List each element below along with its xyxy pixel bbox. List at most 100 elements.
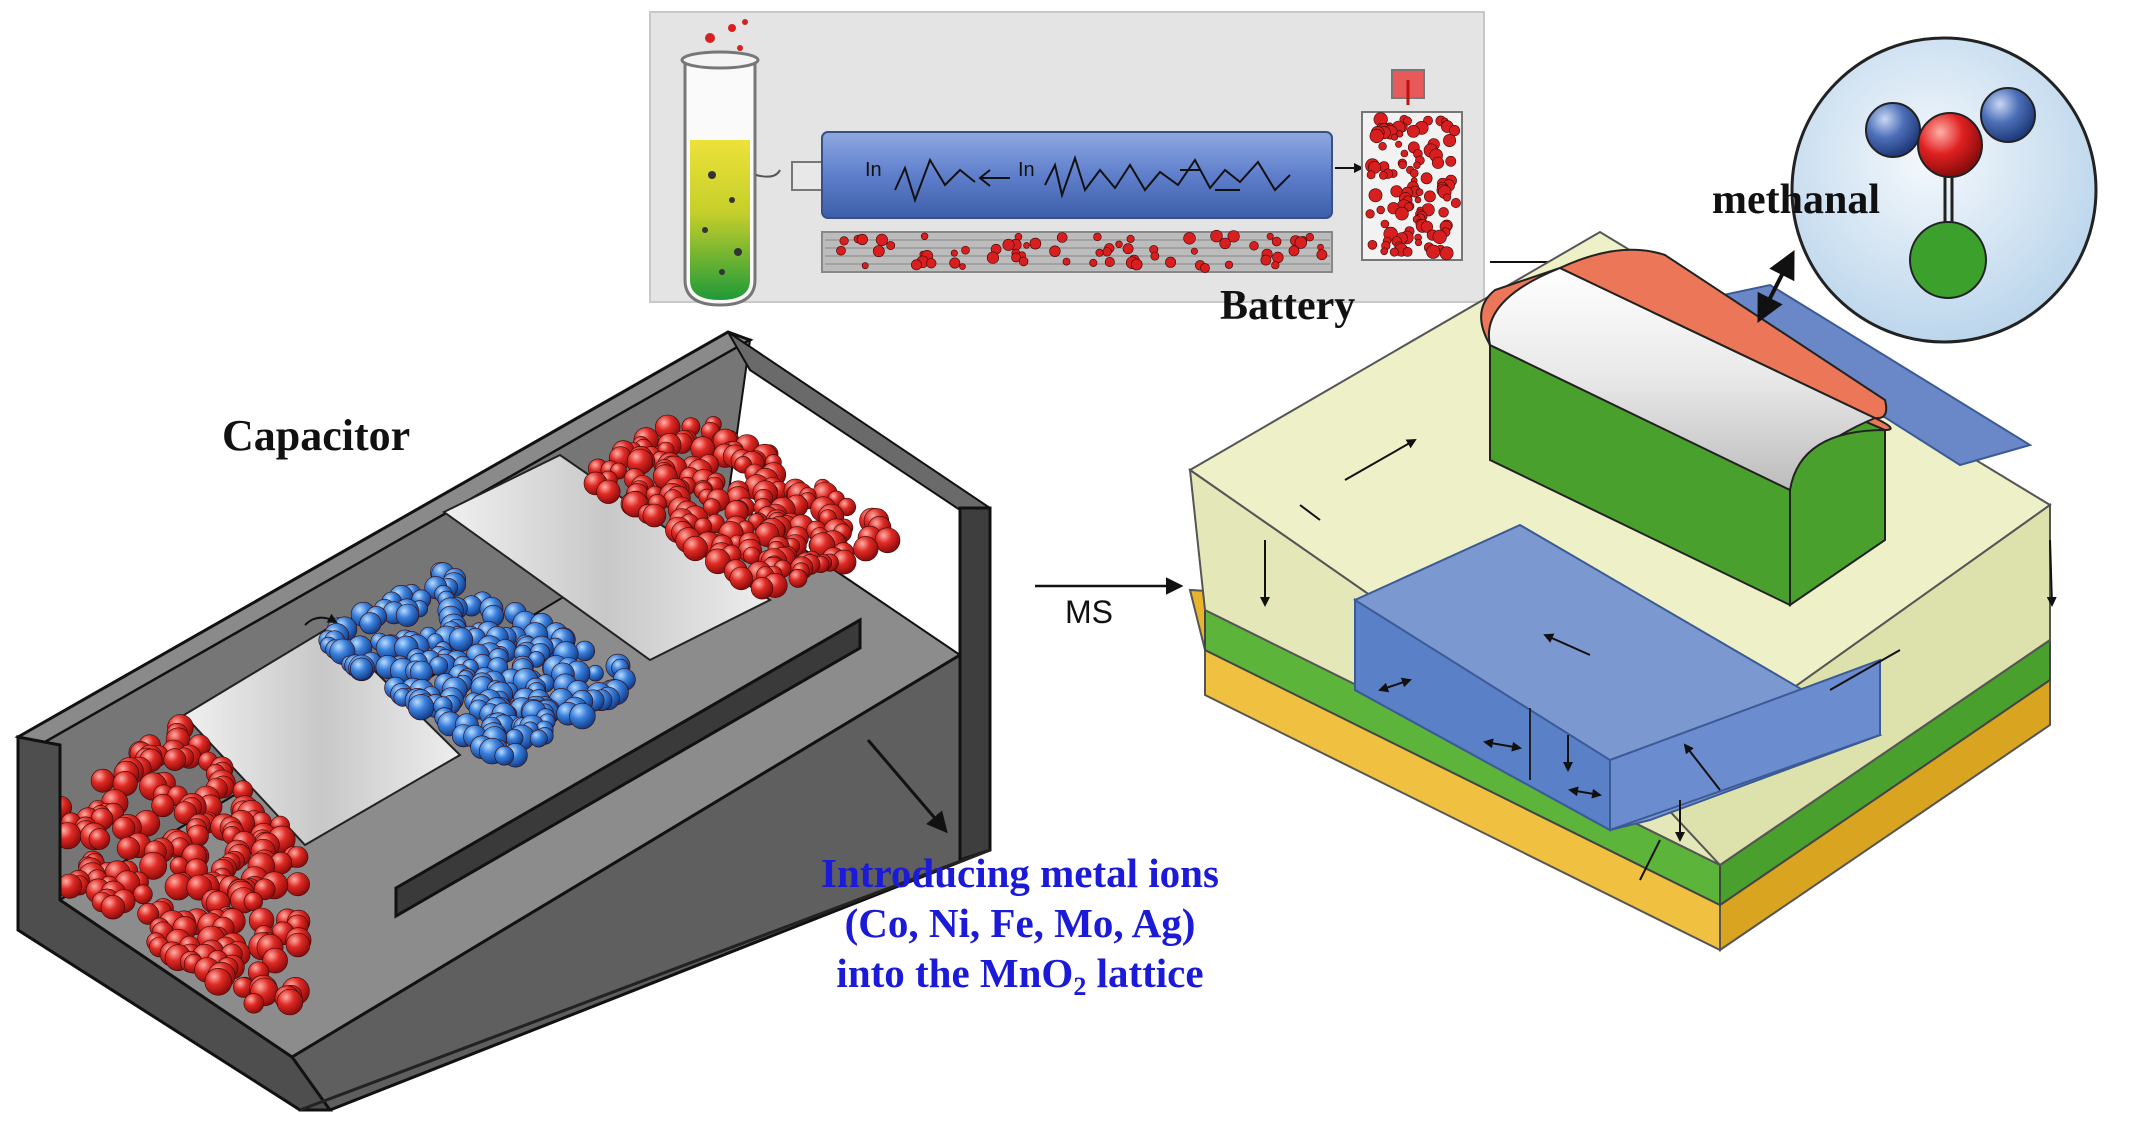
red-particle xyxy=(139,851,168,880)
cluster-particle xyxy=(1395,206,1409,221)
channel-particle xyxy=(856,233,868,246)
cluster-particle xyxy=(1369,128,1384,144)
blue-particle xyxy=(569,702,596,730)
channel-particle xyxy=(1130,258,1143,271)
caption-arrow xyxy=(866,739,948,834)
channel-particle xyxy=(1210,229,1223,243)
channel-particle xyxy=(1305,233,1315,242)
channel-particle xyxy=(1062,257,1071,266)
channel-particle xyxy=(1224,260,1234,269)
channel-particle xyxy=(872,245,885,258)
red-particle xyxy=(853,536,879,562)
channel-particle xyxy=(911,259,922,271)
blue-particle xyxy=(529,729,548,748)
caption-line-3: into the MnO2 lattice xyxy=(740,948,1300,1000)
channel-particle xyxy=(1049,245,1061,257)
methanal-arrow xyxy=(1757,250,1795,323)
layered-device-illustration xyxy=(1188,230,2057,952)
blue-particle xyxy=(395,603,420,627)
channel-particle xyxy=(1095,248,1104,257)
hydrogen-atom-right xyxy=(1980,87,2036,143)
channel-particle xyxy=(1249,241,1259,251)
channel-particle xyxy=(949,257,961,269)
cluster-particle xyxy=(1376,205,1385,215)
channel-particle xyxy=(986,251,1000,264)
channel-particle xyxy=(1126,234,1135,243)
red-particle xyxy=(262,947,288,974)
battery-label: Battery xyxy=(1220,283,1356,329)
channel-particle xyxy=(1023,242,1030,249)
front-slot xyxy=(394,617,862,919)
channel-particle xyxy=(1271,261,1280,270)
cluster-particle xyxy=(1389,247,1399,257)
cluster-particle xyxy=(1407,124,1420,138)
red-particle xyxy=(729,566,753,591)
channel-particle xyxy=(1227,230,1240,243)
red-particle xyxy=(133,884,153,905)
oxygen-atom xyxy=(1909,221,1987,299)
red-particle xyxy=(642,503,667,528)
channel-particle xyxy=(1122,243,1134,255)
capacitor-label: Capacitor xyxy=(222,411,411,460)
red-particle xyxy=(788,568,808,588)
channel-particle xyxy=(1104,256,1115,267)
channel-particle xyxy=(839,236,849,246)
red-particle xyxy=(151,793,175,818)
inset-in-label-1: In xyxy=(865,159,882,181)
caption-line-2: (Co, Ni, Fe, Mo, Ag) xyxy=(844,900,1196,946)
separator-plate-2 xyxy=(442,453,772,662)
cluster-particles xyxy=(1365,112,1461,261)
hydrogen-atom-left xyxy=(1865,102,1921,158)
cluster-particle xyxy=(1420,172,1433,185)
cluster-particle xyxy=(1414,196,1422,204)
caption-line-1: Introducing metal ions xyxy=(821,850,1219,896)
separator-plate-1 xyxy=(182,625,462,847)
tube-connector xyxy=(791,161,823,191)
red-particle xyxy=(137,903,160,925)
cluster-particle xyxy=(1445,155,1457,167)
red-particle xyxy=(204,967,233,996)
blue-channel xyxy=(821,131,1333,219)
red-particle xyxy=(243,993,265,1014)
channel-particle xyxy=(1190,247,1198,255)
channel-particle xyxy=(1018,256,1029,267)
blue-particle-bed xyxy=(318,562,636,768)
cluster-particle xyxy=(1413,161,1421,169)
channel-particle xyxy=(950,249,958,257)
cluster-particle xyxy=(1379,171,1388,180)
channel-stripes xyxy=(825,239,1330,265)
cluster-particle xyxy=(1395,140,1403,148)
cluster-particle xyxy=(1378,142,1387,151)
cluster-particle xyxy=(1450,198,1461,209)
caption-line-3-prefix: into the MnO xyxy=(836,950,1074,996)
channel-particle xyxy=(1183,232,1196,245)
channel-particle xyxy=(1288,245,1300,257)
cluster-particle xyxy=(1409,168,1419,178)
red-particle xyxy=(874,527,901,554)
inset-in-label-2: In xyxy=(1018,159,1035,181)
red-particle xyxy=(285,872,310,897)
cluster-particle xyxy=(1380,247,1388,256)
caption-line-3-suffix: lattice xyxy=(1086,950,1204,996)
cluster-particle xyxy=(1426,244,1441,259)
test-tube-icon xyxy=(680,19,781,307)
channel-particle xyxy=(1093,232,1102,242)
cluster-particle xyxy=(1396,130,1404,138)
cluster-particle xyxy=(1424,190,1436,203)
capacitor-illustration xyxy=(14,330,992,1112)
channel-particle xyxy=(1115,240,1123,249)
cluster-particle xyxy=(1380,219,1390,229)
red-particle xyxy=(163,748,187,771)
battery-inset: In In xyxy=(649,11,1485,307)
red-particle-bed-top xyxy=(583,414,901,600)
cylinder-electrode xyxy=(1480,248,1892,607)
cluster-particle xyxy=(1431,156,1445,169)
channel-particle xyxy=(926,258,937,269)
red-particle-bed-left xyxy=(48,714,312,1016)
red-particle xyxy=(750,576,774,600)
cluster-particle xyxy=(1415,239,1423,247)
cluster-particle xyxy=(1448,125,1461,137)
channel-particle xyxy=(875,233,889,246)
red-particle xyxy=(276,988,304,1016)
blue-particle xyxy=(349,657,373,681)
